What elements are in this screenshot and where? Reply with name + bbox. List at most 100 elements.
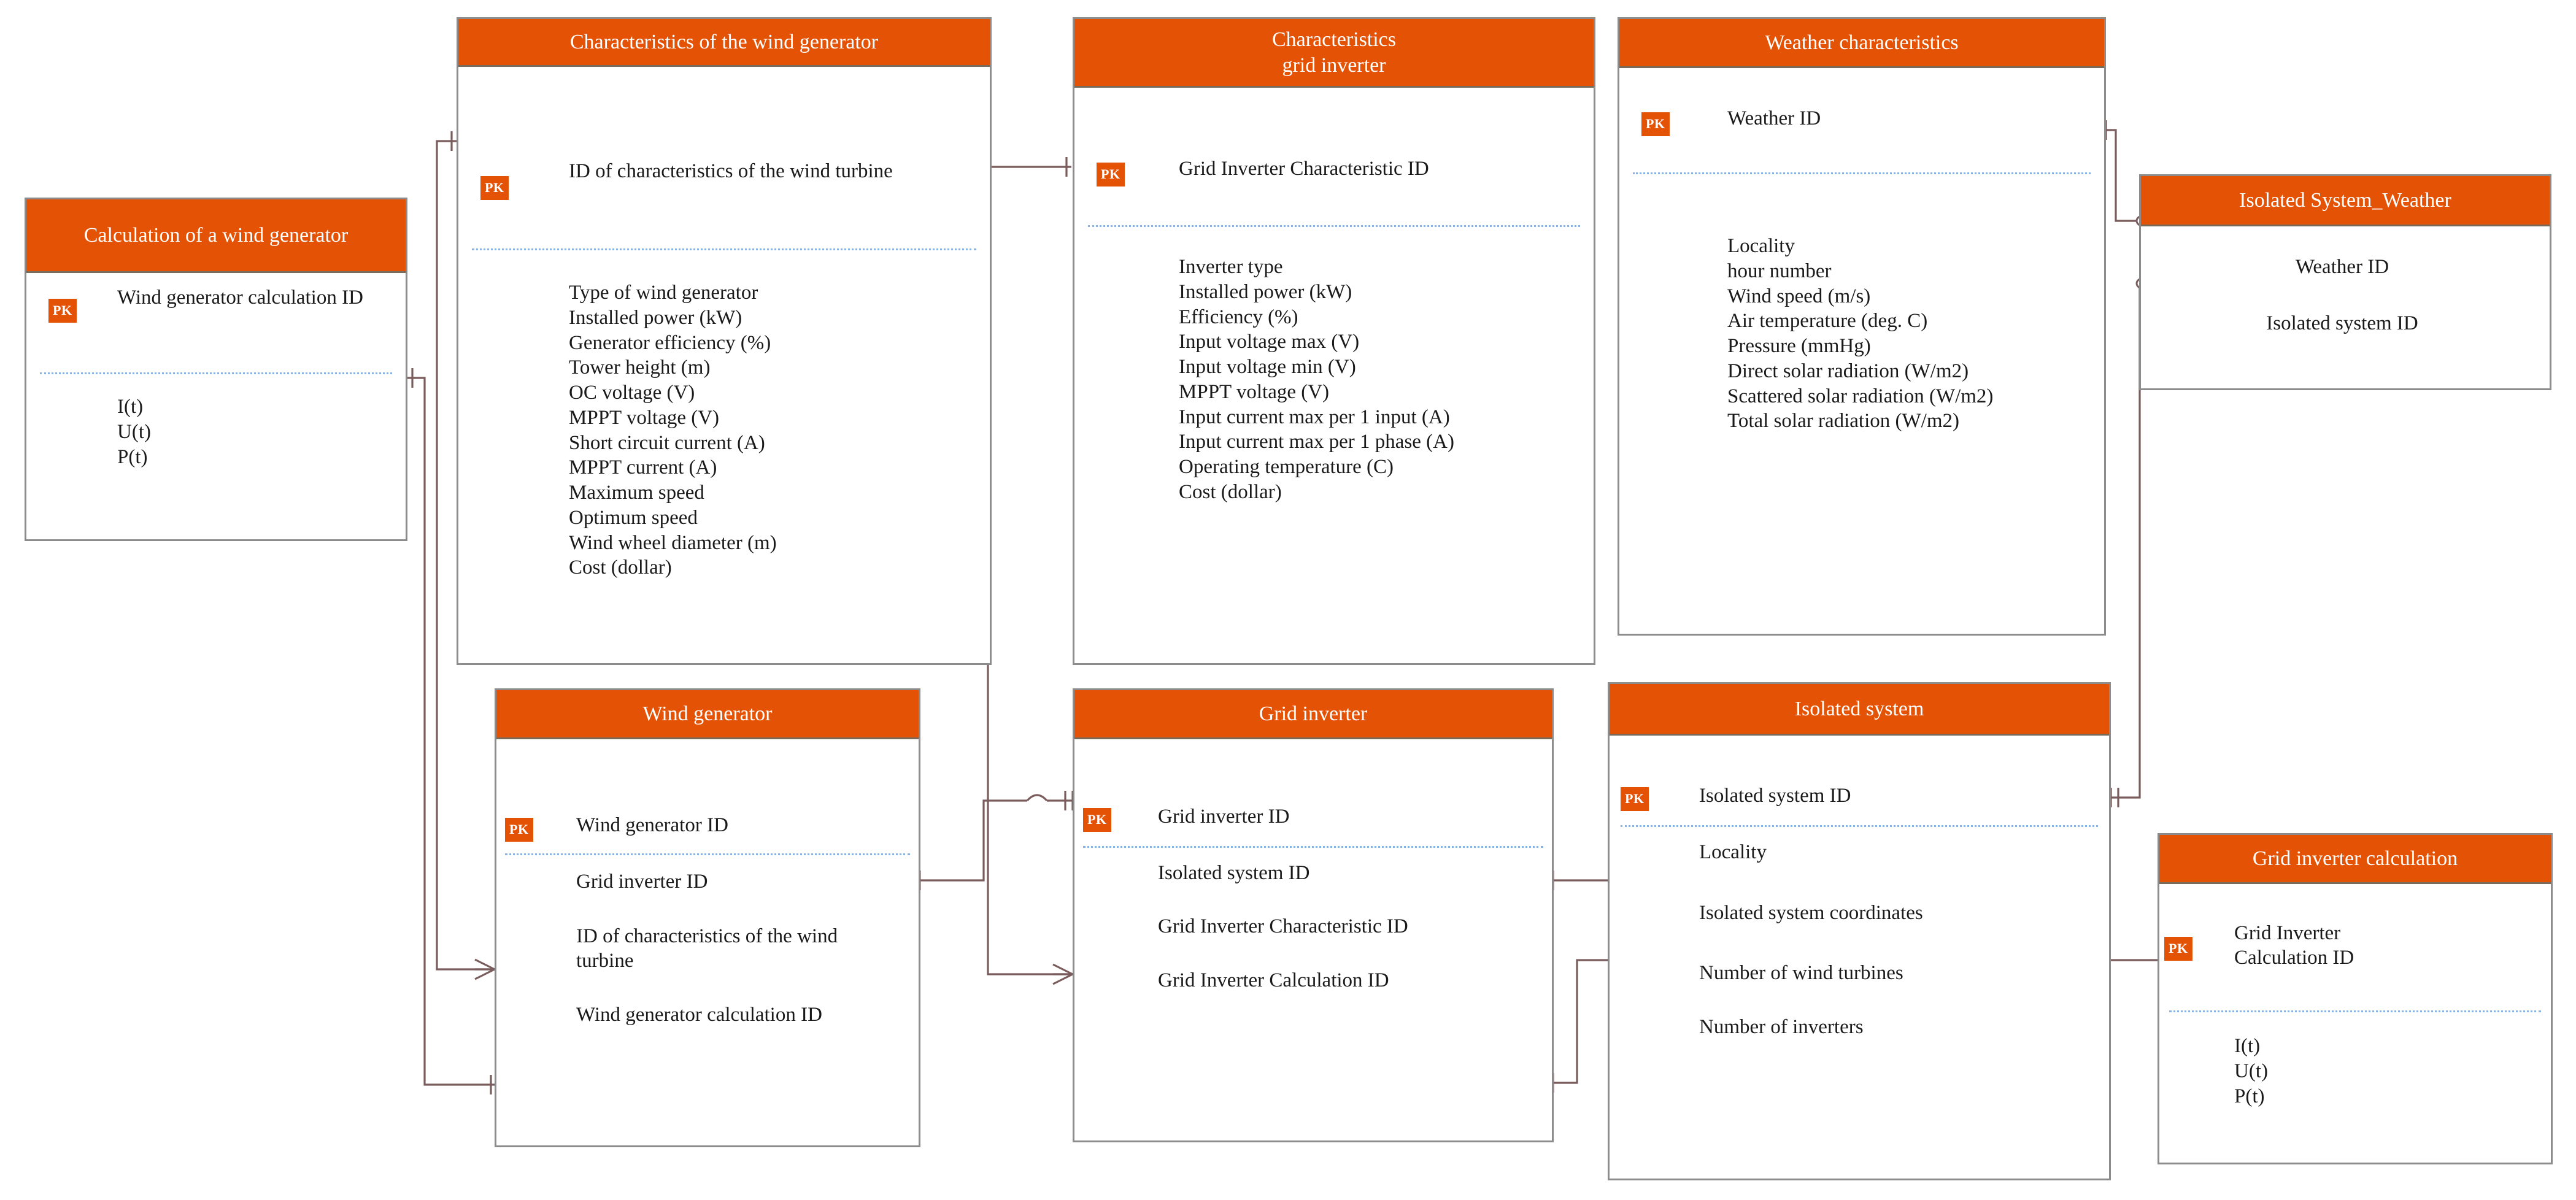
- entity-body: PK Wind generator ID Grid inverter ID ID…: [496, 739, 919, 1145]
- pk-separator: [1083, 846, 1543, 848]
- entity-title: Isolated system: [1794, 697, 1924, 720]
- pk-separator: [505, 853, 910, 855]
- entity-calculation-of-a-wind-generator[interactable]: Calculation of a wind generator PK Wind …: [25, 198, 407, 541]
- entity-title: Weather characteristics: [1765, 31, 1959, 54]
- pk-attribute-row[interactable]: Weather ID: [1619, 68, 2104, 131]
- pk-badge: PK: [505, 818, 533, 842]
- pk-badge: PK: [2164, 937, 2192, 961]
- attribute-label: Grid inverter ID: [576, 871, 708, 893]
- entity-grid-inverter[interactable]: Grid inverter PK Grid inverter ID Isolat…: [1073, 688, 1554, 1142]
- attribute-list[interactable]: I(t) U(t) P(t): [117, 396, 151, 468]
- entity-wind-generator[interactable]: Wind generator PK Wind generator ID Grid…: [495, 688, 920, 1147]
- attribute-row-number-of-wind-turbines[interactable]: Number of wind turbines: [1610, 925, 2109, 985]
- entity-isolated-system[interactable]: Isolated system PK Isolated system ID Lo…: [1608, 682, 2111, 1180]
- pk-attribute-label: Grid inverter ID: [1158, 806, 1290, 828]
- attribute-label: Isolated system ID: [2266, 312, 2418, 335]
- pk-attribute-label: Wind generator ID: [576, 814, 728, 836]
- attribute-row-isolated-system-id[interactable]: Isolated system ID: [2141, 279, 2550, 336]
- attribute-list[interactable]: Type of wind generator Installed power (…: [569, 282, 777, 579]
- pk-separator: [1621, 825, 2098, 827]
- entity-title: Calculation of a wind generator: [83, 223, 349, 247]
- entity-title: Grid inverter: [1259, 702, 1368, 725]
- attribute-row-grid-inverter-characteristic-id[interactable]: Grid Inverter Characteristic ID: [1074, 886, 1552, 939]
- rel-isosys-isw: [2111, 282, 2141, 799]
- card-many-gridinv-char: [1052, 963, 1073, 985]
- entity-title: Wind generator: [642, 702, 773, 725]
- attribute-row-locality[interactable]: Locality: [1610, 808, 2109, 864]
- entity-header-grid-inverter: Grid inverter: [1074, 690, 1552, 739]
- pk-attribute-label: Weather ID: [1727, 107, 1821, 129]
- pk-attribute-label: ID of characteristics of the wind turbin…: [569, 160, 893, 182]
- entity-isolated-system-weather[interactable]: Isolated System_Weather Weather ID Isola…: [2139, 174, 2551, 390]
- pk-badge: PK: [1621, 787, 1649, 811]
- attribute-row-wind-generator-calculation-id[interactable]: Wind generator calculation ID: [496, 973, 919, 1027]
- attribute-list[interactable]: Inverter type Installed power (kW) Effic…: [1179, 256, 1454, 503]
- entity-body: PK Grid inverter ID Isolated system ID G…: [1074, 739, 1552, 1140]
- pk-badge: PK: [1641, 112, 1670, 136]
- pk-separator: [472, 248, 976, 250]
- attribute-row-isolated-system-coordinates[interactable]: Isolated system coordinates: [1610, 865, 2109, 925]
- pk-attribute-row[interactable]: Wind generator ID: [496, 739, 919, 837]
- entity-title: Characteristics of the wind generator: [569, 30, 879, 53]
- card-many-windgen-char: [474, 958, 495, 980]
- attribute-label: Wind generator calculation ID: [576, 1004, 822, 1026]
- pk-attribute-label: Isolated system ID: [1699, 785, 1851, 807]
- entity-characteristics-grid-inverter[interactable]: Characteristics grid inverter PK Grid In…: [1073, 17, 1595, 665]
- entity-body: PK Wind generator calculation ID I(t) U(…: [26, 273, 406, 539]
- attribute-label: Number of inverters: [1699, 1016, 1864, 1038]
- entity-weather-characteristics[interactable]: Weather characteristics PK Weather ID Lo…: [1618, 17, 2106, 636]
- entity-header-characteristics-grid-inverter: Characteristics grid inverter: [1074, 19, 1594, 88]
- pk-badge: PK: [480, 176, 509, 200]
- entity-grid-inverter-calculation[interactable]: Grid inverter calculation PK Grid Invert…: [2158, 833, 2553, 1164]
- pk-separator: [1088, 225, 1580, 227]
- attribute-label: Isolated system ID: [1158, 862, 1310, 885]
- entity-body: PK Grid Inverter Calculation ID I(t) U(t…: [2159, 884, 2551, 1163]
- attribute-label: Grid Inverter Calculation ID: [1158, 969, 1389, 991]
- entity-title: Characteristics grid inverter: [1271, 28, 1397, 77]
- entity-body: PK Isolated system ID Locality Isolated …: [1610, 736, 2109, 1179]
- pk-separator: [40, 372, 392, 374]
- entity-header-grid-inverter-calculation: Grid inverter calculation: [2159, 835, 2551, 884]
- attribute-list[interactable]: Locality hour number Wind speed (m/s) Ai…: [1727, 235, 1994, 433]
- pk-attribute-label: Grid Inverter Calculation ID: [2234, 922, 2354, 969]
- entity-title: Isolated System_Weather: [2239, 188, 2451, 212]
- attribute-row-isolated-system-id[interactable]: Isolated system ID: [1074, 829, 1552, 885]
- attribute-label: Number of wind turbines: [1699, 961, 1903, 984]
- attribute-row-number-of-inverters[interactable]: Number of inverters: [1610, 985, 2109, 1039]
- attribute-list[interactable]: I(t) U(t) P(t): [2234, 1035, 2268, 1107]
- attribute-label: Locality: [1699, 841, 1767, 864]
- pk-attribute-row[interactable]: Isolated system ID: [1610, 736, 2109, 808]
- entity-title: Grid inverter calculation: [2252, 847, 2458, 870]
- pk-attribute-row[interactable]: Grid Inverter Calculation ID: [2159, 884, 2551, 971]
- rel-windgen-gridinv-seg1: [916, 799, 1027, 882]
- attribute-row-grid-inverter-id[interactable]: Grid inverter ID: [496, 837, 919, 894]
- pk-attribute-row[interactable]: Grid inverter ID: [1074, 739, 1552, 829]
- entity-header-wind-generator: Wind generator: [496, 690, 919, 739]
- attribute-row-grid-inverter-calculation-id[interactable]: Grid Inverter Calculation ID: [1074, 939, 1552, 993]
- pk-badge: PK: [1097, 163, 1125, 187]
- pk-separator: [2169, 1010, 2541, 1012]
- pk-attribute-label: Wind generator calculation ID: [117, 287, 363, 309]
- pk-attribute-row[interactable]: ID of characteristics of the wind turbin…: [458, 67, 990, 183]
- pk-badge: PK: [1083, 808, 1111, 832]
- pk-separator: [1633, 172, 2091, 174]
- entity-header-characteristics-of-the-wind-generator: Characteristics of the wind generator: [458, 19, 990, 67]
- pk-attribute-row[interactable]: Grid Inverter Characteristic ID: [1074, 88, 1594, 181]
- attribute-row-weather-id[interactable]: Weather ID: [2141, 226, 2550, 279]
- pk-badge: PK: [48, 299, 77, 323]
- attribute-label: Isolated system coordinates: [1699, 901, 1923, 924]
- attribute-row-id-of-characteristics[interactable]: ID of characteristics of the wind turbin…: [496, 894, 919, 974]
- entity-body: PK Weather ID Locality hour number Wind …: [1619, 68, 2104, 634]
- entity-body: Weather ID Isolated system ID: [2141, 226, 2550, 388]
- entity-header-weather-characteristics: Weather characteristics: [1619, 19, 2104, 68]
- line-hop-arc: [1026, 794, 1048, 802]
- entity-header-calculation-of-a-wind-generator: Calculation of a wind generator: [26, 199, 406, 273]
- card-one-gridinv-pk: [1064, 791, 1074, 810]
- entity-characteristics-of-the-wind-generator[interactable]: Characteristics of the wind generator PK…: [457, 17, 992, 665]
- card-one-isosys-right: [2110, 788, 2119, 807]
- pk-attribute-row[interactable]: Wind generator calculation ID: [26, 273, 406, 310]
- pk-attribute-label: Grid Inverter Characteristic ID: [1179, 158, 1429, 180]
- attribute-label: ID of characteristics of the wind turbin…: [576, 925, 838, 972]
- attribute-label: Weather ID: [2295, 256, 2389, 278]
